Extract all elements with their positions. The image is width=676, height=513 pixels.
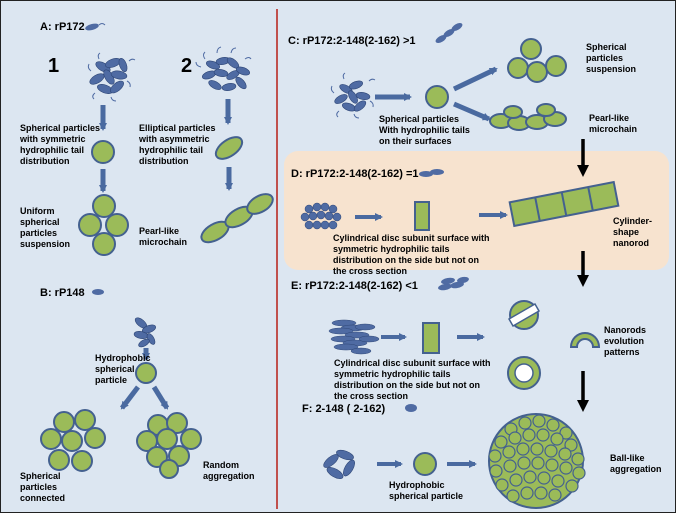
nanorod-label: Cylinder-shape nanorod [613,216,653,248]
rp172-mixture-icon [435,23,463,43]
rp172-icon [85,23,106,31]
random-label: Random aggregation [203,460,255,481]
panel-divider [276,9,278,509]
disc-subunit-e [422,322,440,354]
rp172-d-icon [419,169,444,177]
hydrophobic-particle-b [135,362,157,384]
sphere-suspension-c [507,38,567,83]
panel-d-title: D: rP172:2-148(2-162) =1 [291,168,419,180]
col2-number: 2 [181,55,193,77]
f-icon [405,404,417,412]
disc-description-d: Cylindrical disc subunit surface with sy… [333,233,490,276]
col1-description: Spherical particles with symmetric hydro… [20,123,101,166]
col1-number: 1 [48,55,60,77]
arc-shape [569,332,601,348]
disc-description-e: Cylindrical disc subunit surface with sy… [334,358,491,401]
ball-aggregate [488,413,586,509]
pearl-chain-a [200,193,274,244]
tailed-cluster-c [330,72,376,119]
tailed-cluster-2 [195,46,252,91]
col2-result: Pearl-like microchain [139,226,188,247]
ball-aggregation-label: Ball-like aggregation [610,453,662,474]
panel-d-background [284,151,669,270]
panel-a-title: A: rP172 [40,21,85,33]
panel-b-title: B: rP148 [40,287,85,299]
rp172-e-icon [438,276,469,291]
microchain-label: Pearl-like microchain [589,113,638,134]
hydrophobic-particle-f [413,452,437,476]
col2-description: Elliptical particles with asymmetric hyd… [139,123,216,166]
tailed-cluster-1 [87,52,136,102]
elliptical-particle [214,136,244,160]
connected-label: Spherical particles connected [20,471,66,503]
pearl-chain-c [489,103,567,131]
disc-cluster-e [328,319,380,355]
suspension-label: Spherical particles suspension [586,42,637,74]
hydrophobic-cluster-b [133,317,156,348]
disc-cluster-d [300,202,342,230]
panel-e-title: E: rP172:2-148(2-162) <1 [291,280,418,292]
sphere-particle-c [425,85,449,109]
blue-cluster-f [323,449,355,479]
col1-result: Uniform spherical particles suspension [20,206,71,249]
disc-subunit-d [414,201,430,231]
ring-with-bar [507,300,541,330]
connected-spheres [40,409,106,472]
random-aggregate [136,412,202,479]
panel-c-title: C: rP172:2-148(2-162) >1 [288,35,416,47]
ring-shape [507,356,541,390]
hydrophobic-label-b: Hydrophobic spherical particle [95,353,151,385]
evolution-label: Nanorods evolution patterns [604,325,647,357]
tailed-particles-label: Spherical particles With hydrophilic tai… [379,114,470,146]
rp148-icon [92,289,104,295]
sphere-particle-1 [91,140,115,164]
panel-f-title: F: 2-148 ( 2-162) [302,403,386,415]
nanorod-d [508,180,620,228]
hydrophobic-label-f: Hydrophobic spherical particle [389,480,464,501]
uniform-suspension [78,194,129,256]
